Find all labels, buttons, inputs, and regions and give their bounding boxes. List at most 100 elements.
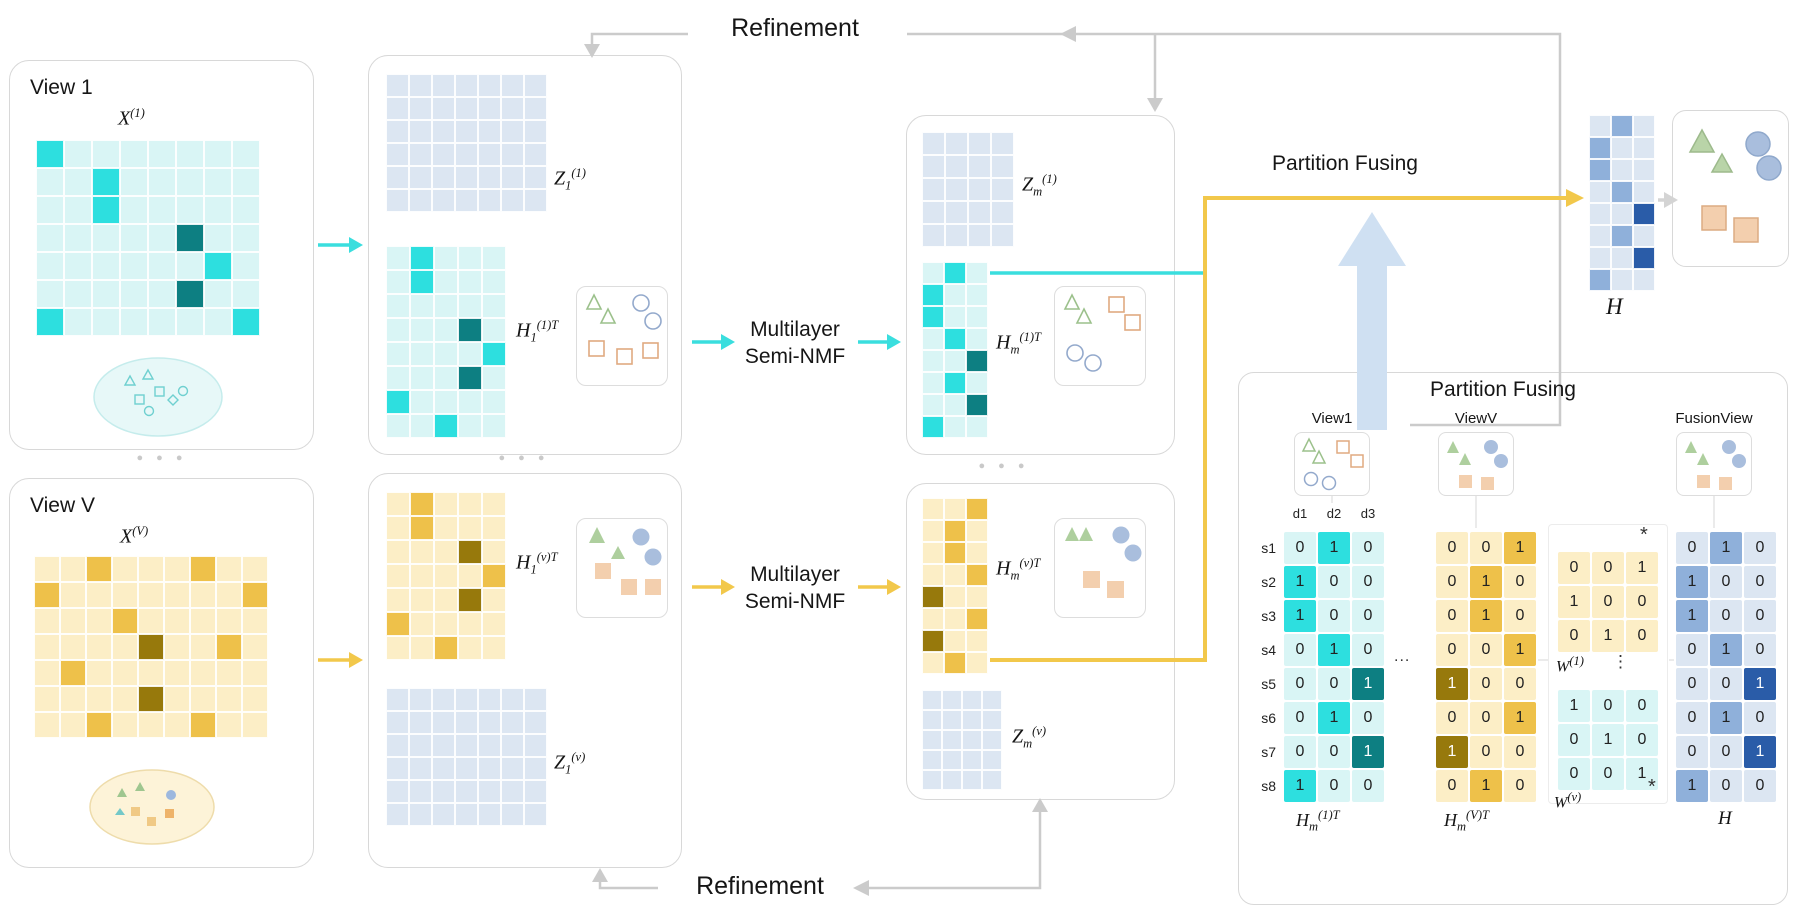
row-label: s1 [1261, 540, 1276, 556]
square-icon [621, 579, 637, 595]
triangle-icon [1710, 152, 1734, 173]
cluster-shapes-filled [1065, 526, 1142, 598]
cluster-preview-layerm-view1 [1054, 286, 1146, 386]
star-bottom: * [1648, 776, 1656, 798]
mini-viewV-box [1438, 432, 1514, 496]
cluster-shapes-filled [589, 527, 662, 595]
multilayer-seminmf-top-label: Multilayer Semi-NMF [718, 316, 872, 370]
partition-fusing-panel-title: Partition Fusing [1430, 378, 1576, 401]
square-icon [588, 340, 605, 357]
partition-feed-arrowhead [1566, 189, 1584, 207]
triangle-icon [1301, 437, 1317, 452]
multilayer-line1: Multilayer [750, 318, 840, 341]
cluster-shapes-outline [585, 293, 662, 365]
triangle-icon [141, 368, 155, 380]
cluster-preview-layer1-view1 [576, 286, 668, 386]
square-icon [1124, 314, 1141, 331]
square-icon [1336, 440, 1350, 454]
matrix-label-h1-view1: H1(1)T [516, 318, 559, 345]
matrix-label-z1-view1: Z1(1) [554, 166, 586, 193]
circle-icon [1124, 544, 1142, 562]
square-icon [131, 807, 140, 816]
triangle-icon [599, 307, 617, 324]
triangle-icon [115, 808, 125, 815]
triangle-icon [1459, 453, 1471, 465]
matrix-h1-viewV [386, 492, 506, 660]
blob-ellipse [89, 769, 215, 845]
triangle-icon [1311, 449, 1327, 464]
tiny-shapes [115, 782, 176, 826]
col-header-d3: d3 [1360, 506, 1376, 521]
circle-icon [1722, 440, 1736, 454]
row-label: s3 [1261, 608, 1276, 624]
triangle-icon [589, 527, 605, 543]
matrix-label-h-consensus: H [1606, 294, 1623, 319]
col-header-d1: d1 [1292, 506, 1308, 521]
matrix-zm-view1 [922, 132, 1014, 247]
square-icon [1733, 217, 1759, 243]
triangle-icon [1688, 128, 1716, 153]
clustering-result-shapes [1672, 110, 1789, 272]
mini-viewV-label: ViewV [1454, 410, 1498, 427]
square-icon [1719, 477, 1732, 490]
triangle-icon [611, 546, 625, 559]
cluster-shapes-filled [1685, 440, 1746, 490]
mini-view1-box [1294, 432, 1370, 496]
square-icon [645, 579, 661, 595]
layer1-ellipsis-dots: ● ● ● [498, 452, 550, 464]
matrix-label-hm-viewV: Hm(v)T [996, 556, 1041, 583]
triangle-icon [1447, 441, 1459, 453]
table-ellipsis: ... [1394, 648, 1411, 665]
cluster-column-headers: d1 d2 d3 [1284, 506, 1384, 521]
mini-view1-label: View1 [1311, 410, 1353, 427]
star-top: * [1640, 524, 1648, 546]
circle-icon [644, 312, 662, 330]
cluster-shapes-filled [1447, 440, 1508, 490]
circle-icon [166, 790, 176, 800]
clustering-result-box [1672, 110, 1789, 267]
circle-icon [644, 548, 662, 566]
square-icon [1459, 475, 1472, 488]
panel-label-hm1t: Hm(1)T [1296, 808, 1340, 834]
cluster-preview-layer1-viewV [576, 518, 668, 618]
multilayer-line2: Semi-NMF [744, 590, 846, 613]
square-icon [134, 394, 145, 405]
matrix-hm-view1 [922, 262, 988, 438]
multilayer-line1: Multilayer [750, 563, 840, 586]
triangle-icon [1079, 527, 1093, 541]
multilayer-seminmf-bottom-label: Multilayer Semi-NMF [718, 561, 872, 615]
view1-title: View 1 [30, 76, 93, 99]
circle-icon [1303, 471, 1319, 487]
matrix-label-xV: X(V) [120, 524, 149, 548]
square-icon [1083, 571, 1100, 588]
diamond-icon [167, 394, 179, 406]
triangle-icon [585, 293, 603, 310]
row-label: s7 [1261, 744, 1276, 760]
matrix-zm-viewV [922, 690, 1002, 790]
circle-icon [1084, 354, 1102, 372]
triangle-icon [1685, 441, 1697, 453]
col-header-d2: d2 [1326, 506, 1342, 521]
square-icon [154, 386, 165, 397]
matrix-z1-viewV [386, 688, 547, 826]
square-icon [1350, 454, 1364, 468]
cluster-shapes-outline [1301, 437, 1364, 491]
triangle-icon [117, 788, 127, 797]
triangle-icon [1697, 453, 1709, 465]
view-to-factor-arrows [318, 237, 363, 668]
matrix-label-zm-view1: Zm(1) [1022, 172, 1057, 199]
refinement-top-label: Refinement [731, 14, 859, 42]
square-icon [147, 817, 156, 826]
view1-sample-blob [91, 355, 225, 444]
layerm-ellipsis-dots: ● ● ● [978, 460, 1030, 472]
circle-icon [1066, 344, 1084, 362]
square-icon [1481, 477, 1494, 490]
matrix-x1 [36, 140, 260, 336]
matrix-label-wv: W(v) [1554, 790, 1582, 812]
circle-icon [1745, 131, 1771, 157]
